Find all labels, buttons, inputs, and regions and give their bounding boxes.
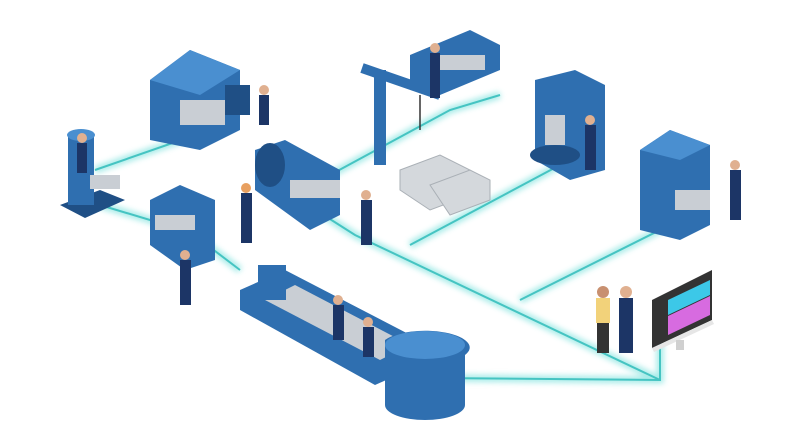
worker-icon <box>430 43 440 98</box>
worker-icon <box>333 295 344 340</box>
crane <box>360 63 442 165</box>
worker-icon <box>596 286 610 353</box>
worker-icon <box>180 250 191 305</box>
worker-icon <box>585 115 596 170</box>
drill-press-machine <box>60 129 125 218</box>
worker-icon <box>259 85 269 125</box>
worker-icon <box>361 190 372 245</box>
conveyor-line <box>240 265 470 420</box>
milling-machine-right <box>640 130 710 240</box>
milling-machine-top <box>150 50 250 150</box>
worker-icon <box>241 183 252 243</box>
worker-icon <box>619 286 633 353</box>
worker-icon <box>730 160 741 220</box>
lathe-machine-top <box>410 30 500 95</box>
workers <box>77 43 741 357</box>
lathe-machine-center <box>255 140 340 230</box>
worker-icon <box>363 317 374 357</box>
metal-parts <box>399 154 491 216</box>
worker-icon <box>77 133 87 173</box>
milling-machine-left <box>150 185 215 270</box>
monitor-icon <box>652 270 714 352</box>
